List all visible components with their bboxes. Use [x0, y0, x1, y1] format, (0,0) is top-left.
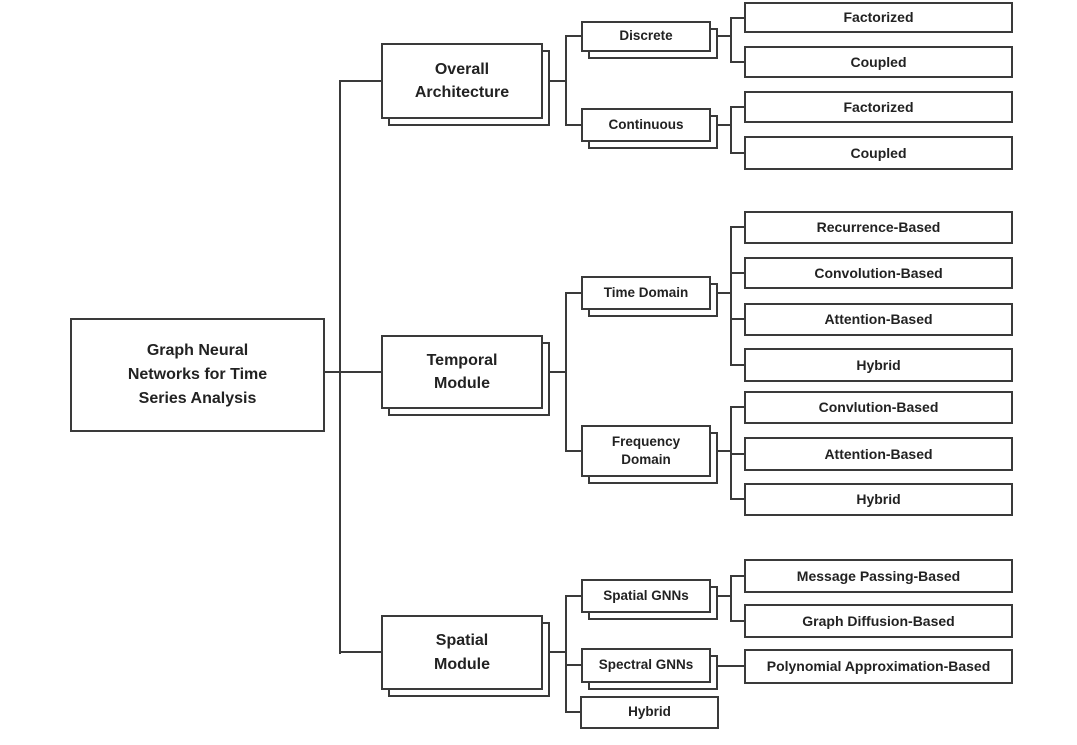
- connector-line: [730, 17, 745, 19]
- node-polynomial-approximation-based: Polynomial Approximation-Based: [744, 649, 1013, 684]
- node-label: Overall Architecture: [414, 60, 510, 101]
- node-label: Convlution-Based: [818, 399, 939, 416]
- node-label: Coupled: [850, 144, 907, 161]
- node-label: Message Passing-Based: [796, 567, 961, 584]
- connector-line: [730, 152, 745, 154]
- node-label: Polynomial Approximation-Based: [766, 658, 991, 675]
- node-factorized-discrete: Factorized: [744, 2, 1013, 33]
- connector-line: [730, 17, 732, 63]
- node-time-domain: Time Domain: [581, 276, 711, 310]
- node-label: Temporal Module: [426, 351, 498, 392]
- node-label: Time Domain: [603, 284, 689, 300]
- node-label: Graph Diffusion-Based: [802, 612, 955, 629]
- node-label: Attention-Based: [824, 445, 933, 462]
- connector-line: [339, 80, 341, 654]
- connector-line: [730, 364, 745, 366]
- connector-line: [730, 575, 745, 577]
- node-spatial-gnns: Spatial GNNs: [581, 579, 711, 613]
- node-label: Spatial GNNs: [603, 587, 689, 603]
- connector-line: [565, 595, 582, 597]
- connector-line: [730, 575, 732, 622]
- connector-line: [709, 292, 732, 294]
- connector-line: [565, 711, 582, 713]
- node-label: Spatial Module: [434, 632, 490, 673]
- node-coupled-continuous: Coupled: [744, 136, 1013, 170]
- connector-line: [565, 124, 582, 126]
- node-convolution-based: Convolution-Based: [744, 257, 1013, 289]
- connector-line: [325, 371, 381, 373]
- node-attention-based-time: Attention-Based: [744, 303, 1013, 336]
- connector-line: [730, 226, 745, 228]
- node-continuous: Continuous: [581, 108, 711, 142]
- node-label: Discrete: [619, 28, 673, 44]
- node-label: Frequency Domain: [611, 433, 681, 467]
- node-graph-diffusion-based: Graph Diffusion-Based: [744, 604, 1013, 638]
- node-temporal-module: Temporal Module: [381, 335, 543, 409]
- node-label: Graph Neural Networks for Time Series An…: [127, 342, 268, 407]
- node-convlution-based-frequency: Convlution-Based: [744, 391, 1013, 424]
- connector-line: [730, 318, 745, 320]
- connector-line: [565, 35, 567, 126]
- connector-line: [339, 651, 382, 653]
- connector-line: [541, 651, 567, 653]
- node-spectral-gnns: Spectral GNNs: [581, 648, 711, 683]
- node-label: Continuous: [608, 116, 684, 132]
- connector-line: [565, 664, 582, 666]
- node-label: Spectral GNNs: [598, 657, 694, 673]
- connector-line: [730, 498, 745, 500]
- connector-line: [709, 450, 732, 452]
- node-label: Coupled: [850, 53, 907, 70]
- node-label: Hybrid: [628, 704, 671, 720]
- node-label: Attention-Based: [824, 311, 933, 328]
- connector-line: [709, 665, 745, 667]
- node-hybrid-frequency: Hybrid: [744, 483, 1013, 516]
- connector-line: [541, 371, 567, 373]
- connector-line: [730, 620, 745, 622]
- connector-line: [565, 595, 567, 713]
- node-factorized-continuous: Factorized: [744, 91, 1013, 123]
- connector-line: [339, 80, 382, 82]
- connector-line: [730, 61, 745, 63]
- node-coupled-discrete: Coupled: [744, 46, 1013, 78]
- connector-line: [730, 272, 745, 274]
- node-recurrence-based: Recurrence-Based: [744, 211, 1013, 244]
- node-hybrid-spatial: Hybrid: [580, 696, 719, 729]
- connector-line: [565, 35, 582, 37]
- node-overall-architecture: Overall Architecture: [381, 43, 543, 119]
- node-discrete: Discrete: [581, 21, 711, 52]
- node-hybrid-time: Hybrid: [744, 348, 1013, 382]
- node-label: Factorized: [843, 9, 914, 26]
- connector-line: [709, 124, 732, 126]
- connector-line: [730, 106, 732, 154]
- connector-line: [565, 292, 567, 452]
- connector-line: [730, 453, 745, 455]
- connector-line: [730, 106, 745, 108]
- node-attention-based-frequency: Attention-Based: [744, 437, 1013, 471]
- node-spatial-module: Spatial Module: [381, 615, 543, 690]
- connector-line: [709, 35, 732, 37]
- node-root: Graph Neural Networks for Time Series An…: [70, 318, 325, 432]
- connector-line: [541, 80, 567, 82]
- connector-line: [709, 595, 732, 597]
- connector-line: [730, 406, 745, 408]
- node-label: Hybrid: [856, 491, 901, 508]
- node-label: Convolution-Based: [814, 264, 943, 281]
- connector-line: [565, 450, 582, 452]
- node-label: Factorized: [843, 98, 914, 115]
- node-frequency-domain: Frequency Domain: [581, 425, 711, 477]
- connector-line: [730, 226, 732, 366]
- node-message-passing-based: Message Passing-Based: [744, 559, 1013, 593]
- connector-line: [565, 292, 582, 294]
- node-label: Recurrence-Based: [816, 219, 941, 236]
- node-label: Hybrid: [856, 356, 901, 373]
